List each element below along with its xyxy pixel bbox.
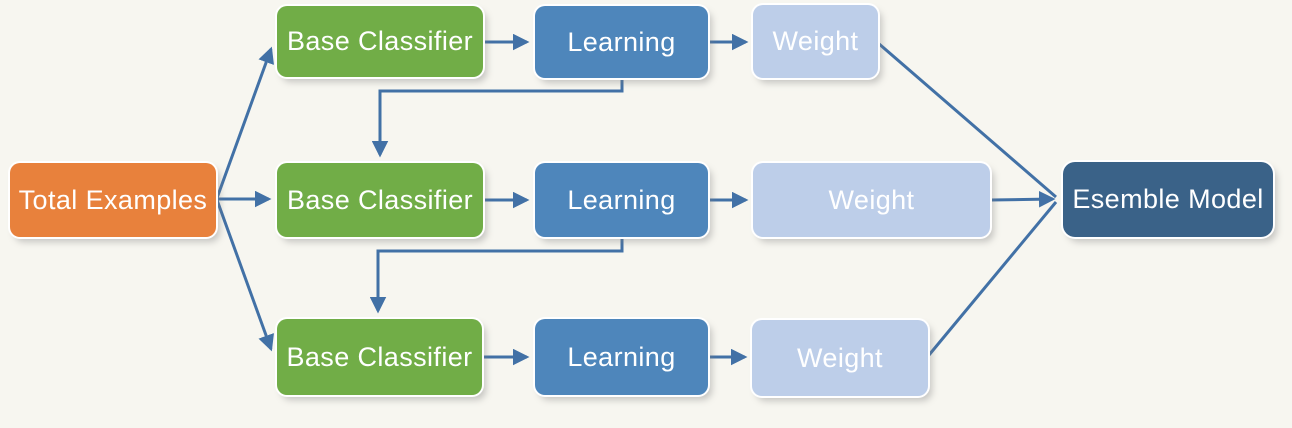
node-base-classifier-3: Base Classifier [277, 319, 482, 395]
edge-learn2-to-base3 [369, 237, 624, 314]
node-weight-3: Weight [752, 320, 928, 396]
node-base-classifier-1: Base Classifier [277, 6, 483, 77]
edge-total-to-base1 [215, 46, 274, 199]
node-learning-3: Learning [535, 319, 708, 395]
node-learning-1: Learning [535, 6, 708, 78]
node-base-classifier-2: Base Classifier [277, 163, 483, 237]
edge-total-to-base3 [215, 199, 274, 352]
node-learning-2: Learning [535, 163, 708, 237]
node-weight-1: Weight [753, 5, 878, 78]
node-weight-2: Weight [753, 163, 990, 237]
edge-learn1-to-base2 [371, 78, 624, 158]
edge-weight2-to-ensemble [990, 190, 1056, 208]
node-total-examples: Total Examples [10, 163, 216, 237]
node-ensemble-model: Esemble Model [1063, 162, 1273, 237]
